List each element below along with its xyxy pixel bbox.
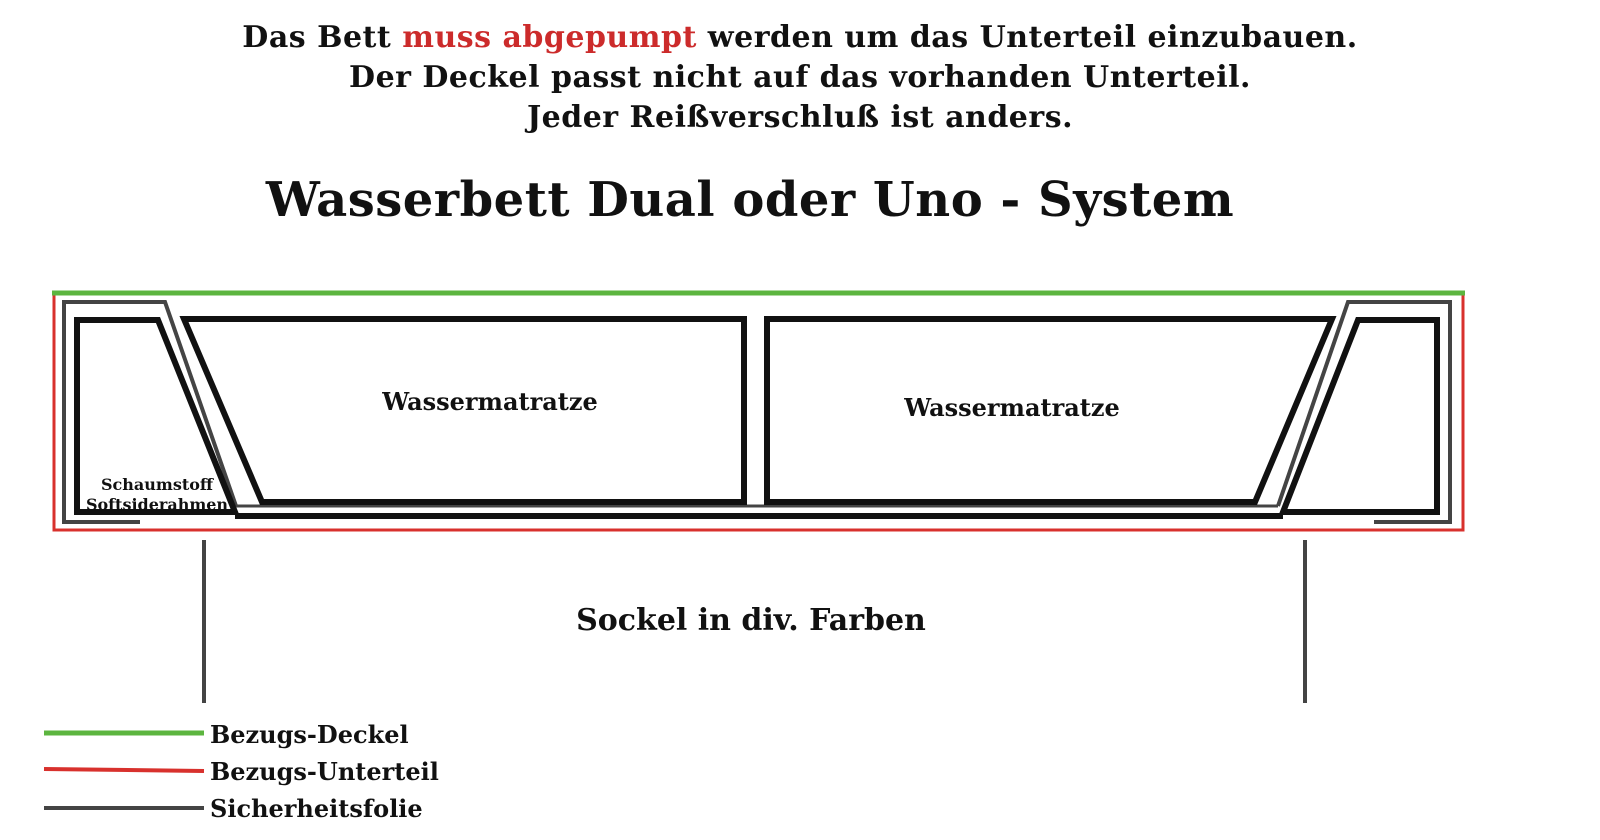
foam-frame-left xyxy=(74,317,240,515)
note-line-3: Jeder Reißverschluß ist anders. xyxy=(526,100,1074,135)
note-warning-highlight: muss abgepumpt xyxy=(402,20,697,55)
base-label: Sockel in div. Farben xyxy=(576,603,926,638)
safety-liner-right xyxy=(1276,300,1452,524)
note-line-1-start: Das Bett xyxy=(242,20,392,55)
mattress-left-label: Wassermatratze xyxy=(381,387,598,416)
legend: Bezugs-Deckel Bezugs-Unterteil Sicherhei… xyxy=(43,720,439,823)
foam-frame-label-line1: Schaumstoff xyxy=(101,475,214,494)
foam-frame-label-line2: Softsiderahmen xyxy=(86,495,228,514)
safety-liner-left xyxy=(62,300,238,524)
foam-frame-right xyxy=(1278,317,1440,515)
legend-swatch-lower-cover xyxy=(43,767,205,773)
note-line-1: Das Bett muss abgepumpt werden um das Un… xyxy=(0,20,1600,55)
mattress-right-label: Wassermatratze xyxy=(903,393,1120,422)
diagram-title: Wasserbett Dual oder Uno - System xyxy=(265,172,1235,228)
cover-lower-outline xyxy=(52,291,1465,532)
legend-label-top-cover: Bezugs-Deckel xyxy=(210,720,409,749)
note-line-1-end: werden um das Unterteil einzubauen. xyxy=(707,20,1358,55)
legend-label-lower-cover: Bezugs-Unterteil xyxy=(210,757,439,786)
mattress-right xyxy=(764,316,1337,505)
note-line-2: Der Deckel passt nicht auf das vorhanden… xyxy=(349,60,1251,95)
legend-label-safety-liner: Sicherheitsfolie xyxy=(210,794,423,823)
mattress-left xyxy=(179,316,747,505)
